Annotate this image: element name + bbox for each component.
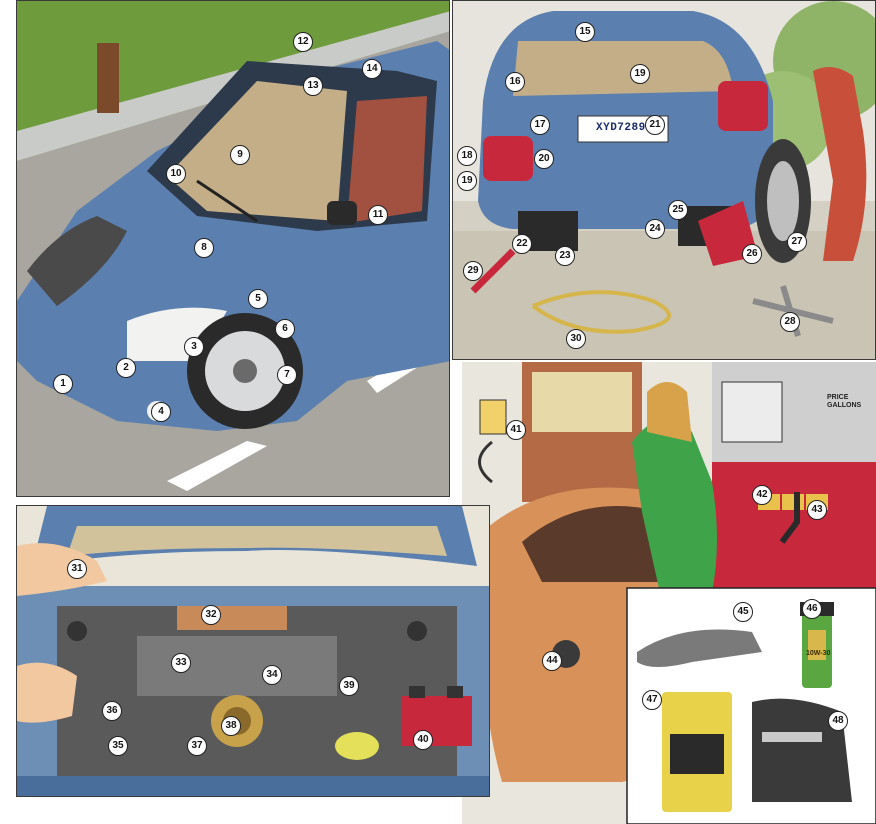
car-rear-illustration — [453, 1, 875, 359]
callout-4: 4 — [151, 402, 171, 422]
callout-40: 40 — [413, 730, 433, 750]
callout-13: 13 — [303, 76, 323, 96]
callout-29: 29 — [463, 261, 483, 281]
callout-44: 44 — [542, 651, 562, 671]
callout-21: 21 — [645, 115, 665, 135]
pump-display-text: PRICE GALLONS — [827, 394, 861, 410]
callout-12: 12 — [293, 32, 313, 52]
callout-17: 17 — [530, 115, 550, 135]
callout-26: 26 — [742, 244, 762, 264]
callout-22: 22 — [512, 234, 532, 254]
callout-43: 43 — [807, 500, 827, 520]
callout-9: 9 — [230, 145, 250, 165]
callout-1: 1 — [53, 374, 73, 394]
callout-32: 32 — [201, 605, 221, 625]
panel-car-rear: XYD7289 — [452, 0, 876, 360]
callout-23: 23 — [555, 246, 575, 266]
pump-display-price: PRICE — [827, 394, 849, 401]
callout-47: 47 — [642, 690, 662, 710]
callout-45: 45 — [733, 602, 753, 622]
callout-7: 7 — [277, 365, 297, 385]
car-front-illustration — [17, 1, 449, 496]
panel-engine — [16, 505, 490, 797]
callout-11: 11 — [368, 205, 388, 225]
panel-gas-station: PRICE GALLONS 10W-30 — [462, 362, 876, 824]
oil-bottle-label: 10W-30 — [806, 650, 831, 657]
callout-14: 14 — [362, 59, 382, 79]
callout-37: 37 — [187, 736, 207, 756]
callout-48: 48 — [828, 711, 848, 731]
callout-18: 18 — [457, 146, 477, 166]
panel-car-front — [16, 0, 450, 497]
callout-39: 39 — [339, 676, 359, 696]
callout-6: 6 — [275, 319, 295, 339]
callout-30: 30 — [566, 329, 586, 349]
callout-33: 33 — [171, 653, 191, 673]
callout-28: 28 — [780, 312, 800, 332]
callout-27: 27 — [787, 232, 807, 252]
callout-3: 3 — [184, 337, 204, 357]
callout-31: 31 — [67, 559, 87, 579]
callout-10: 10 — [166, 164, 186, 184]
callout-20: 20 — [534, 149, 554, 169]
engine-illustration — [17, 506, 489, 796]
callout-25: 25 — [668, 200, 688, 220]
callout-36: 36 — [102, 701, 122, 721]
callout-8: 8 — [194, 238, 214, 258]
callout-46: 46 — [802, 599, 822, 619]
callout-34: 34 — [262, 665, 282, 685]
callout-5: 5 — [248, 289, 268, 309]
callout-41: 41 — [506, 420, 526, 440]
callout-24: 24 — [645, 219, 665, 239]
callout-2: 2 — [116, 358, 136, 378]
callout-19-lower: 19 — [457, 171, 477, 191]
callout-42: 42 — [752, 485, 772, 505]
callout-15: 15 — [575, 22, 595, 42]
callout-35: 35 — [108, 736, 128, 756]
pump-display-gallons: GALLONS — [827, 402, 862, 409]
callout-16: 16 — [505, 72, 525, 92]
callout-38: 38 — [221, 716, 241, 736]
gas-station-illustration — [462, 362, 876, 824]
license-plate-text: XYD7289 — [596, 122, 646, 134]
callout-19-upper: 19 — [630, 64, 650, 84]
